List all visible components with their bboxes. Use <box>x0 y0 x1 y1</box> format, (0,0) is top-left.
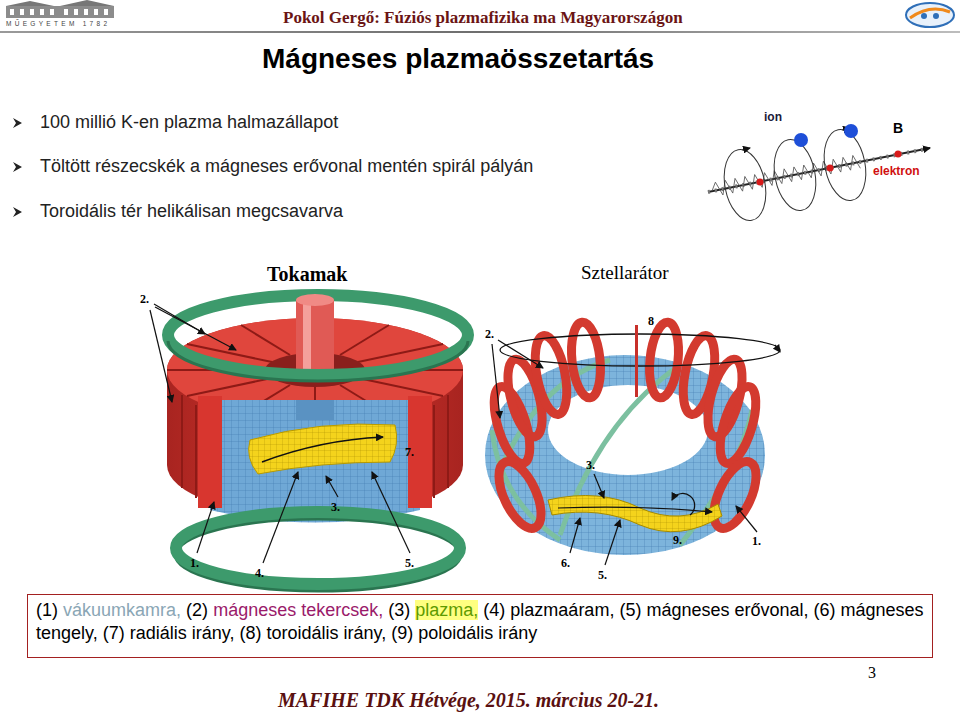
callout-number: 3. <box>586 458 595 472</box>
particle-label: ion <box>764 110 782 124</box>
callout-number: 1. <box>752 534 761 548</box>
callout-number: 5. <box>598 568 607 582</box>
slide-title: Mágneses plazmaösszetartás <box>262 42 654 76</box>
university-logo <box>6 0 114 18</box>
header-rule <box>0 31 960 33</box>
event-logo <box>906 3 954 27</box>
callout-number: 2. <box>485 327 494 341</box>
legend-text: (3) <box>388 600 410 620</box>
callout-number: 5. <box>405 556 414 570</box>
callout-number: 2. <box>140 292 149 306</box>
field-label: B <box>893 120 903 137</box>
callout-number: 4. <box>255 566 264 580</box>
stellarator-figure <box>485 321 780 555</box>
bullet-text: Töltött részecskék a mágneses erővonal m… <box>40 156 533 178</box>
legend-text: (1) <box>36 600 58 620</box>
bullet-markers <box>13 118 22 217</box>
legend-box: (1)vákuumkamra,(2)mágneses tekercsek,(3)… <box>27 594 933 658</box>
device-title: Tokamak <box>267 262 347 286</box>
legend-text: plazma, <box>415 600 478 620</box>
callout-number: 1. <box>190 556 199 570</box>
gyration-figure <box>708 124 930 224</box>
legend-text: mágneses tekercsek, <box>213 600 383 620</box>
legend-text: vákuumkamra, <box>63 600 181 620</box>
callout-number: 6. <box>561 556 570 570</box>
bullet-text: 100 millió K-en plazma halmazállapot <box>40 112 338 134</box>
device-title: Sztellarátor <box>581 262 669 285</box>
bullet-text: Toroidális tér helikálisan megcsavarva <box>40 201 343 223</box>
page-number: 3 <box>868 663 876 682</box>
particle-label: elektron <box>873 164 920 178</box>
callout-number: 3. <box>331 500 340 514</box>
callout-number: 9. <box>673 533 682 547</box>
logo-caption: MŰEGYETEM 1782 <box>6 20 110 28</box>
callout-number: 8 <box>648 314 654 328</box>
header-text: Pokol Gergő: Fúziós plazmafizika ma Magy… <box>283 8 683 28</box>
leader-lines <box>150 304 757 565</box>
tokamak-figure <box>167 294 468 590</box>
footer-text: MAFIHE TDK Hétvége, 2015. március 20-21. <box>278 688 659 712</box>
legend-text: (2) <box>186 600 208 620</box>
callout-number: 7. <box>405 445 414 459</box>
